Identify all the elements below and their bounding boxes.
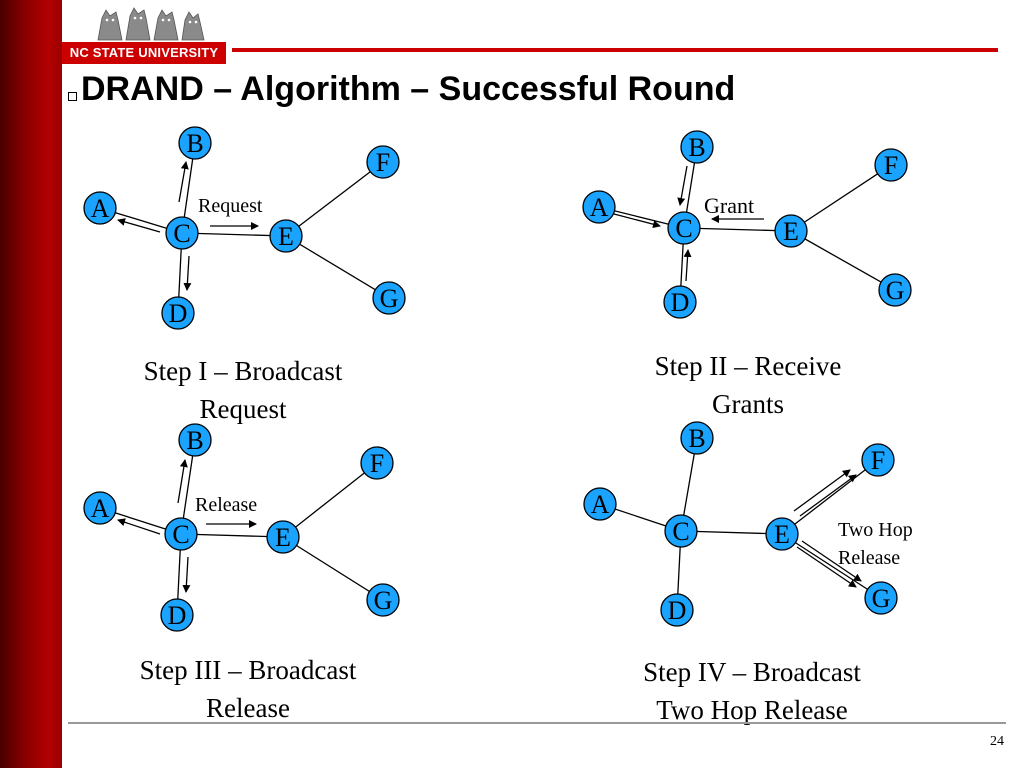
caption-line-2: Grants <box>712 389 784 419</box>
svg-text:C: C <box>675 214 692 243</box>
node-A: A <box>83 191 117 225</box>
node-G: G <box>878 273 912 307</box>
node-A: A <box>582 190 616 224</box>
svg-text:E: E <box>783 217 799 246</box>
node-A: A <box>583 487 617 521</box>
node-D: D <box>160 598 194 632</box>
caption-line-1: Step IV – Broadcast <box>643 657 861 687</box>
svg-text:F: F <box>884 151 898 180</box>
node-E: E <box>765 517 799 551</box>
node-B: B <box>178 126 212 160</box>
caption-line-1: Step II – Receive <box>655 351 842 381</box>
node-D: D <box>161 296 195 330</box>
svg-text:E: E <box>278 222 294 251</box>
edge-label: Grant <box>704 193 754 218</box>
edge-label: Release <box>195 494 257 516</box>
svg-text:D: D <box>169 299 188 328</box>
node-G: G <box>864 581 898 615</box>
svg-text:E: E <box>774 520 790 549</box>
node-B: B <box>680 130 714 164</box>
caption-line-1: Step I – Broadcast <box>144 356 343 386</box>
title-row: DRAND – Algorithm – Successful Round <box>68 66 735 112</box>
left-accent-bar <box>0 0 62 768</box>
diagram-step-1: Request B F A C E D G Step I – Broadcast… <box>83 126 406 424</box>
node-G: G <box>372 281 406 315</box>
caption-line-1: Step III – Broadcast <box>140 655 357 685</box>
caption-line-2: Two Hop Release <box>656 695 848 725</box>
node-C: C <box>165 216 199 250</box>
node-E: E <box>774 214 808 248</box>
edge-label-line-2: Release <box>838 547 900 569</box>
svg-text:F: F <box>871 446 885 475</box>
square-bullet-icon <box>68 91 77 101</box>
node-C: C <box>664 514 698 548</box>
release-arrows <box>117 459 257 593</box>
node-F: F <box>874 148 908 182</box>
edges <box>598 146 896 303</box>
slide-title: DRAND – Algorithm – Successful Round <box>81 69 736 108</box>
svg-text:B: B <box>186 426 203 455</box>
node-A: A <box>83 491 117 525</box>
svg-text:G: G <box>886 276 905 305</box>
node-D: D <box>660 593 694 627</box>
svg-text:A: A <box>591 490 610 519</box>
page-number: 24 <box>990 734 1004 749</box>
diagram-step-2: Grant B F A C E D G Step II – Receive Gr… <box>582 130 912 419</box>
header-rule <box>232 48 998 52</box>
node-F: F <box>366 145 400 179</box>
svg-text:F: F <box>370 449 384 478</box>
node-E: E <box>269 219 303 253</box>
diagram-step-3: Release B F A C E D G Step III – Broadca… <box>83 423 400 723</box>
node-F: F <box>360 446 394 480</box>
svg-text:G: G <box>872 584 891 613</box>
svg-text:B: B <box>186 129 203 158</box>
svg-text:F: F <box>376 148 390 177</box>
wolf-pack-icon <box>97 7 205 41</box>
svg-text:C: C <box>672 517 689 546</box>
edge-label-line-1: Two Hop <box>838 519 913 541</box>
svg-text:C: C <box>172 520 189 549</box>
node-D: D <box>663 285 697 319</box>
node-C: C <box>164 517 198 551</box>
node-B: B <box>178 423 212 457</box>
svg-text:D: D <box>668 596 687 625</box>
two-hop-release-arrows <box>793 469 862 588</box>
svg-text:G: G <box>380 284 399 313</box>
svg-text:A: A <box>590 193 609 222</box>
node-E: E <box>266 520 300 554</box>
edge-label: Request <box>198 195 263 217</box>
svg-text:E: E <box>275 523 291 552</box>
footer-rule <box>68 722 1006 724</box>
caption-line-2: Request <box>200 394 287 424</box>
svg-text:B: B <box>688 424 705 453</box>
svg-text:A: A <box>91 494 110 523</box>
request-arrows <box>117 161 259 291</box>
svg-text:D: D <box>168 601 187 630</box>
svg-text:G: G <box>374 586 393 615</box>
svg-text:D: D <box>671 288 690 317</box>
node-F: F <box>861 443 895 477</box>
svg-text:A: A <box>91 194 110 223</box>
caption-line-2: Release <box>206 693 290 723</box>
node-C: C <box>667 211 701 245</box>
svg-text:B: B <box>688 133 705 162</box>
edges <box>99 142 390 314</box>
diagram-step-4: Two Hop Release B F A C E D G Step IV – … <box>583 421 913 725</box>
node-G: G <box>366 583 400 617</box>
university-logo: NC STATE UNIVERSITY <box>62 0 232 66</box>
node-B: B <box>680 421 714 455</box>
university-name: NC STATE UNIVERSITY <box>62 42 226 64</box>
grant-arrows <box>613 165 764 282</box>
svg-text:C: C <box>173 219 190 248</box>
